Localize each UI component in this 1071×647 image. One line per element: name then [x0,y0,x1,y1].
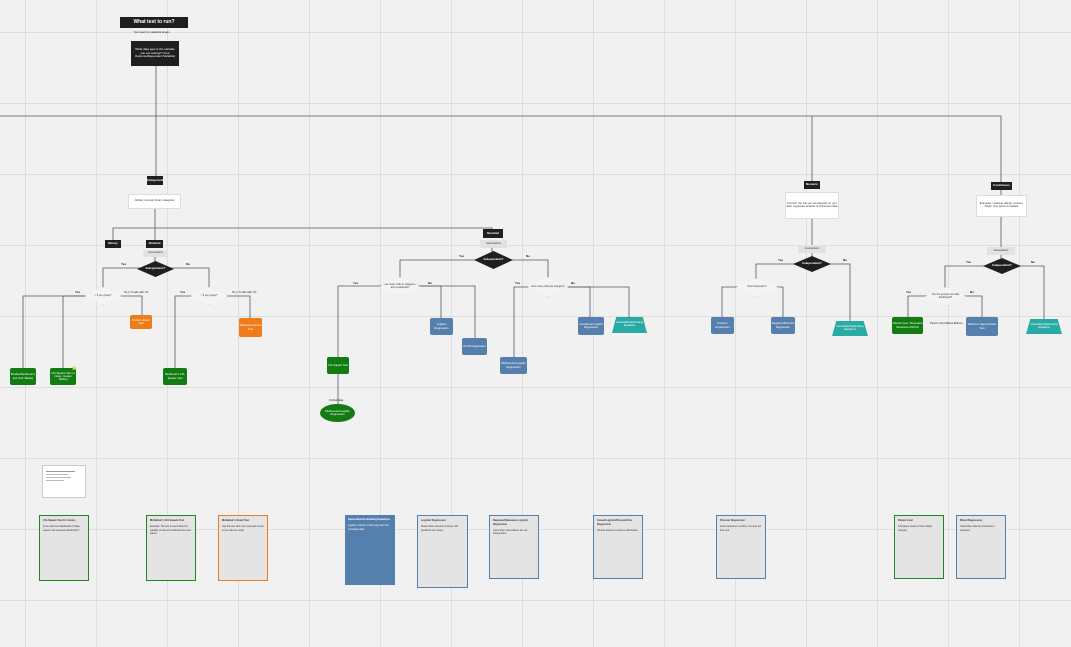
note-card[interactable]: Mixed Regression Used when data are clus… [956,515,1006,579]
note-title: Repeated Measures Logistic Regression [493,519,529,526]
continuous-assumptions[interactable]: Assumptions [987,247,1015,255]
leaf-paired-ttest[interactable]: Paired t-test / Repeated Measures ANOVA [892,317,923,334]
leaf-chi-square-indep[interactable]: Chi-Square Test of Indep. (Larger Tables… [50,368,76,385]
note-card[interactable]: Logistic Regression Model when outcome i… [417,515,468,588]
note-card[interactable]: Linear/Logistic/Poisson/Cox Regression C… [593,515,643,579]
note-title: Poisson Regression [720,519,745,522]
nominal-yes: Yes [459,254,465,258]
cat-left-no: No (< 5 cells with <5) [124,291,149,294]
leaf-poisson-regression[interactable]: Poisson Regression [711,317,734,334]
cat-left-yes: Yes [75,290,81,294]
page-subtitle: Not meant for statistical design [134,31,170,34]
note-body: Used when observations are not independe… [493,528,528,536]
note-title: Linear/Logistic/Poisson/Cox Regression [597,519,632,526]
note-title: Logistic Regression [421,519,446,522]
nominal-right-decision[interactable]: How many cells per category? [528,277,568,297]
leaf-logistic-regression[interactable]: Logistic Regression [430,318,453,335]
numeric-assumptions[interactable]: Assumptions [798,245,826,253]
leaf-wilcoxon[interactable]: Wilcoxon Signed Rank Test [966,317,998,336]
note-title: McNemar's Exact Test [222,519,250,522]
nominal-no: No [526,254,530,258]
cat-left-decision[interactable]: > 5 per group? [85,287,121,305]
leaf-mcnemar-exact[interactable]: McNemar's Exact Test [239,318,262,337]
note-card[interactable]: Repeated Measures Logistic Regression Us… [489,515,539,579]
numeric-dispersion-decision[interactable]: Over dispersion? [736,278,778,297]
leaf-probit-regression[interactable]: Probit Regression [462,338,487,355]
continuous-no: No [1031,260,1035,264]
cat-right-decision[interactable]: > 5 per group? [191,287,227,305]
leaf-fishers-exact[interactable]: Fisher's Exact Test [130,315,152,329]
nominal-tag[interactable]: Nominal [146,240,163,248]
leaf-conditional-logistic[interactable]: Conditional Logistic Regression [578,317,604,335]
leaf-gee-numeric[interactable]: Generalized Estimating Equations [832,321,868,336]
star-icon [71,365,77,371]
continuous-tag[interactable]: Continuous [991,182,1012,190]
note-card[interactable]: McNemar's Exact Test Use this test when … [218,515,268,581]
continuous-independent-decision[interactable]: Independent? [983,258,1021,274]
continuous-sub-yes: Yes [906,290,912,294]
note-body: Compares means of two related samples. [898,524,932,532]
note-body: Model when outcome is binary and predict… [421,524,458,532]
binary-tag[interactable]: Binary [105,240,121,248]
continuous-yes: Yes [966,260,972,264]
nominal-right-no: No [571,281,575,285]
leaf-multinomial-logistic[interactable]: Multinomial Logistic Regression [500,357,527,374]
numeric-yes: Yes [778,258,784,262]
note-body: Example: The test is used when the varia… [150,524,191,536]
note-body: Count outcomes: number of events per tim… [720,524,762,532]
note-card[interactable]: Chi-Square Test for Good... Is the obser… [39,515,89,581]
leaf-gee-continuous[interactable]: Generalized Estimating Equations [1026,319,1062,334]
note-card[interactable]: Generalized Estimating Equations Logisti… [345,515,395,585]
categorical-assumptions[interactable]: Assumptions [143,250,168,257]
continuous-normal-decision[interactable]: Are the groups normally distributed? [925,287,966,306]
leaf-mcnemar-chi[interactable]: McNemar's Chi-Square Test [163,368,187,385]
numeric-desc[interactable]: Numeric: the test you use depends on you… [785,192,839,219]
continuous-mid-label: Paired t-Test (Mixed Effects) [930,322,963,325]
nominal-assumptions[interactable]: Assumptions [480,240,507,248]
note-body: Used when data are clustered or repeated… [960,524,995,532]
nominal-independent-decision[interactable]: Independent? [474,251,513,269]
note-card[interactable]: Poisson Regression Count outcomes: numbe… [716,515,766,579]
cat-right-no: No (< 5 cells with <5) [232,291,257,294]
numeric-no: No [843,258,847,262]
categorical-no-label: No [186,262,190,266]
leaf-multinomial-oval[interactable]: Multinomial Logistic Regression [320,404,355,422]
thumbnail-image[interactable] [42,465,86,498]
note-body: Choose based on outcome distribution. [597,528,639,532]
categorical-tag[interactable]: Categorical [147,176,163,185]
categorical-desc[interactable]: Ordinal, nominal, binary categories [128,194,181,209]
categorical-independent-decision[interactable]: Independent? [137,261,174,277]
note-body: Use this test when the expected counts i… [222,524,264,532]
page-title[interactable]: What test to run? [120,17,188,28]
numeric-independent-decision[interactable]: Independent? [793,256,831,272]
note-title: Paired t-test [898,519,913,522]
nominal-branch-tag[interactable]: Nominal [483,229,503,238]
nominal-left-no: No [428,281,432,285]
note-card[interactable]: McNemar's Chi-Square Test Example: The t… [146,515,196,581]
leaf-bowker-mcnemar[interactable]: Bowker/McNemar's test (2x2 Tables) [10,368,36,385]
nominal-right-yes: Yes [515,281,521,285]
ordinal-caption: Ordinal data [329,399,344,402]
note-body: Logistic, Poisson, Probit regression for… [348,523,389,531]
numeric-tag[interactable]: Numeric [804,181,820,189]
continuous-desc[interactable]: Examples: customer ratings, revenue, hei… [976,195,1027,217]
note-card[interactable]: Paired t-test Compares means of two rela… [894,515,944,579]
leaf-gee-nominal[interactable]: Generalized Estimating Equations [612,317,647,333]
leaf-chi-square[interactable]: Chi-Square Test [327,357,349,374]
root-question[interactable]: What data type is the variable you are t… [131,41,179,66]
note-title: Mixed Regression [960,519,983,522]
nominal-left-decision[interactable]: How many cells in categories are conside… [380,277,420,296]
note-body: Is the observed distribution of data equ… [43,524,80,532]
categorical-yes-label: Yes [121,262,127,266]
note-title: Chi-Square Test for Good... [43,519,77,522]
note-title: McNemar's Chi-Square Test [150,519,185,522]
continuous-sub-no: No [970,290,974,294]
note-title: Generalized Estimating Equations [348,518,390,521]
cat-right-yes: Yes [180,290,186,294]
nominal-left-yes: Yes [353,281,359,285]
leaf-negative-binomial[interactable]: Negative Binomial Regression [771,317,795,334]
